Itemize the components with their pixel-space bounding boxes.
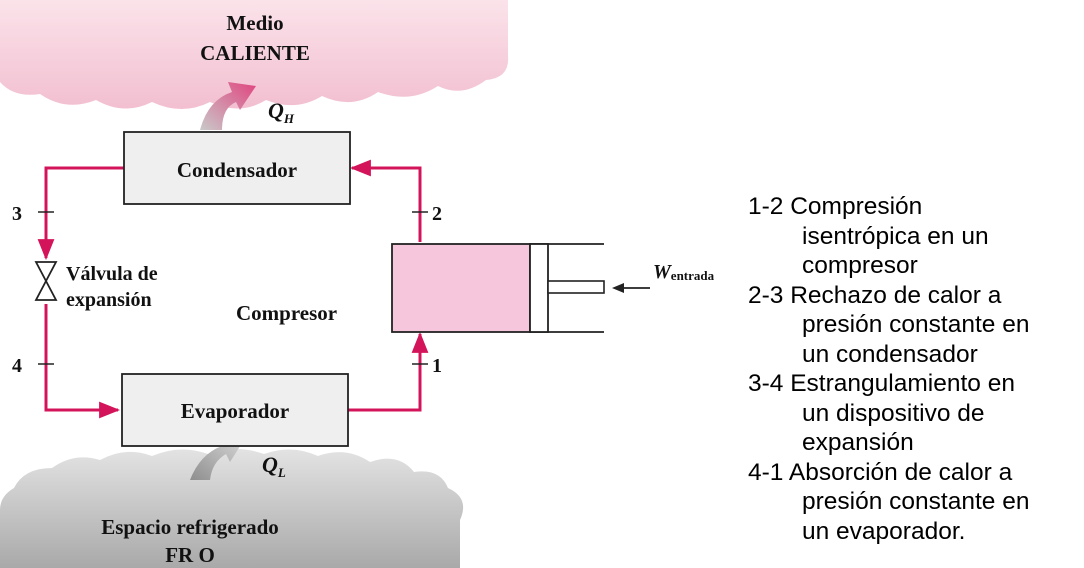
- piston-head: [529, 243, 549, 333]
- line-condenser-to-valve: [37, 166, 124, 261]
- state-point-1: 1: [432, 355, 442, 377]
- hot-medium-line2: CALIENTE: [200, 41, 310, 65]
- legend-step-line: un dispositivo de: [802, 399, 985, 427]
- line-evaporator-to-compressor: [348, 331, 429, 412]
- cold-space-line1: Espacio refrigerado: [101, 515, 279, 539]
- state-ticks: [38, 211, 428, 365]
- legend-step-first-line: 4-1 Absorción de calor a: [748, 458, 1013, 486]
- refrigerant-loop: [37, 159, 429, 419]
- legend-step-first-line: 3-4 Estrangulamiento en: [748, 370, 1015, 397]
- compressor-body: [391, 243, 531, 333]
- work-in-arrow: [612, 283, 650, 293]
- valve-label-line1: Válvula de: [66, 263, 158, 285]
- legend-step-line: expansión: [802, 429, 914, 456]
- legend-step-1-2: 1-2 Compresión isentrópica en un compres…: [748, 192, 1084, 281]
- legend-step-2-3: 2-3 Rechazo de calor a presión constante…: [748, 281, 1084, 370]
- process-legend: 1-2 Compresión isentrópica en un compres…: [748, 192, 1084, 546]
- hot-medium-cloud: [0, 0, 509, 109]
- legend-step-line: compresor: [802, 252, 918, 279]
- expansion-valve-icon: [34, 261, 58, 301]
- legend-step-line: presión constante en: [802, 311, 1030, 338]
- legend-step-3-4: 3-4 Estrangulamiento en un dispositivo d…: [748, 369, 1084, 458]
- heat-out-arrow: [200, 82, 256, 130]
- compressor: [391, 243, 605, 333]
- work-in-label: Wentrada: [653, 261, 715, 283]
- cold-space-cloud: [0, 449, 464, 568]
- heat-in-arrow: [190, 436, 244, 480]
- legend-step-4-1: 4-1 Absorción de calor a presión constan…: [748, 458, 1084, 547]
- state-point-2: 2: [432, 203, 442, 225]
- hot-medium-line1: Medio: [226, 11, 283, 35]
- line-valve-to-evaporator: [44, 304, 121, 419]
- state-point-4: 4: [12, 355, 22, 377]
- line-compressor-to-condenser: [349, 159, 422, 242]
- condenser-box: [123, 131, 351, 205]
- valve-label-line2: expansión: [66, 289, 152, 311]
- state-point-3: 3: [12, 203, 22, 225]
- evaporator-label: Evaporador: [181, 399, 290, 423]
- cold-space-line2: FR O: [165, 543, 215, 567]
- legend-step-line: un evaporador.: [802, 517, 966, 545]
- heat-in-label: QL: [262, 452, 286, 480]
- piston-rod: [547, 280, 605, 294]
- legend-step-line: presión constante en: [802, 488, 1030, 515]
- legend-step-line: isentrópica en un: [802, 222, 989, 250]
- legend-step-first-line: 2-3 Rechazo de calor a: [748, 281, 1002, 309]
- legend-step-first-line: 1-2 Compresión: [748, 193, 923, 220]
- evaporator-box: [121, 373, 349, 447]
- heat-out-label: QH: [268, 98, 295, 126]
- compressor-label: Compresor: [236, 301, 337, 325]
- condenser-label: Condensador: [177, 158, 297, 182]
- legend-step-line: un condensador: [802, 340, 978, 368]
